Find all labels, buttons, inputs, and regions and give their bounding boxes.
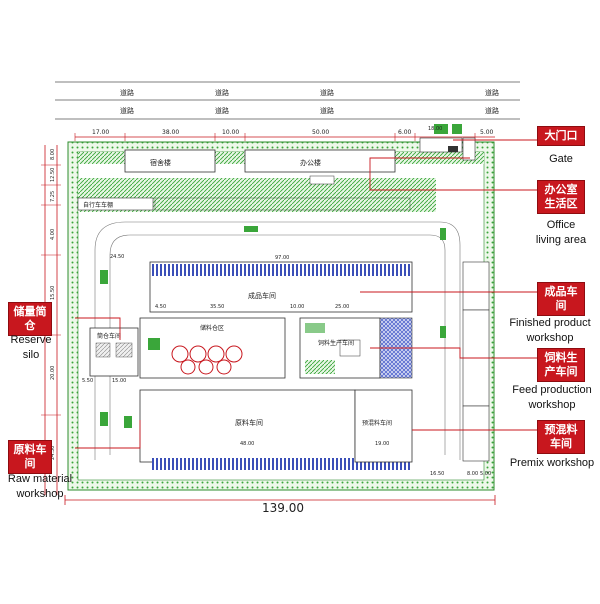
dim-label: 5.00	[480, 471, 491, 477]
road-label: 道路	[320, 88, 334, 97]
dim-label: 19.00	[375, 441, 389, 447]
dim-label: 24.50	[50, 446, 56, 460]
reserve-silo-tag: 储量简 仓	[8, 302, 52, 336]
parking-label: 自行车车棚	[83, 201, 113, 209]
dim-label: 16.50	[430, 471, 444, 477]
inner-dimension-labels: 4.50 35.50 10.00 25.00 5.50 15.00 48.00 …	[82, 126, 491, 477]
feed-production-text: Feed production workshop	[512, 384, 592, 411]
premix-workshop: 预混料车间	[354, 389, 413, 463]
reserve-silo-text: Reserve silo	[10, 334, 52, 361]
raw-material-text: Raw material workshop	[7, 473, 73, 500]
gate-label: Gate	[549, 153, 573, 165]
dim-label: 35.50	[210, 304, 224, 310]
feed-production-tag: 饲料生 产车间	[537, 348, 585, 382]
dormitory-label: 宿舍楼	[150, 158, 171, 167]
dormitory-building: 宿舍楼	[124, 149, 216, 173]
dim-label: 6.00	[398, 129, 412, 136]
inner-road	[94, 221, 461, 460]
dim-label: 18.00	[428, 126, 442, 132]
dim-label: 8.00	[50, 149, 56, 160]
gate-tag: 大门口	[537, 126, 585, 146]
feed-production-label: 饲料生产车间	[318, 339, 354, 347]
road-label: 道路	[485, 106, 499, 115]
office-building: 办公楼	[244, 149, 396, 173]
dim-label: 97.00	[275, 255, 289, 261]
feed-production-workshop: 饲料生产车间	[299, 317, 381, 379]
dim-label: 38.00	[162, 129, 179, 136]
raw-material-tag: 原料车 间	[8, 440, 52, 474]
finished-product-tag: 成品车 间	[537, 282, 585, 316]
finished-product-workshop: 成品车间 97.00	[149, 255, 413, 313]
office-label: 办公楼	[300, 158, 321, 167]
green-markers	[100, 124, 462, 428]
dim-label: 15.50	[50, 286, 56, 300]
leader-lines	[75, 139, 540, 449]
dim-label: 24.50	[110, 254, 124, 260]
dim-label: 4.50	[155, 304, 166, 310]
dim-label: 48.00	[240, 441, 254, 447]
silo-zone-label: 储料仓区	[200, 324, 224, 332]
premix-text: Premix workshop	[509, 457, 595, 469]
office-living-label: Office living area	[535, 219, 587, 246]
office-living-tag: 办公室 生活区	[537, 180, 585, 214]
bottom-dimension: 139.00	[64, 495, 496, 515]
dim-label: 17.00	[92, 129, 109, 136]
top-road: 道路 道路 道路 道路 道路 道路 道路 道路	[55, 81, 520, 120]
raw-material-workshop: 原料车间	[139, 389, 412, 470]
silo-workshop-label: 筒仓车间	[97, 332, 121, 340]
dim-label: 10.00	[290, 304, 304, 310]
right-outbuildings	[462, 261, 490, 462]
dim-label: 25.00	[335, 304, 349, 310]
bicycle-shed: 自行车车棚	[77, 197, 411, 211]
total-width-label: 139.00	[262, 501, 304, 515]
dim-label: 4.00	[50, 229, 56, 240]
premix-tag: 预混料 车间	[537, 420, 585, 454]
road-label: 道路	[120, 106, 134, 115]
dim-label: 15.00	[112, 378, 126, 384]
road-label: 道路	[215, 106, 229, 115]
road-label: 道路	[215, 88, 229, 97]
dim-label: 10.00	[222, 129, 239, 136]
silo-storage-area: 储料仓区	[139, 317, 286, 379]
dim-label: 12.50	[50, 168, 56, 182]
dim-label: 7.25	[50, 191, 56, 202]
dim-label: 8.00	[467, 471, 478, 477]
silo-workshop: 筒仓车间	[89, 327, 139, 377]
dim-label: 50.00	[312, 129, 329, 136]
dim-label: 20.00	[50, 366, 56, 380]
gate-structure	[419, 137, 476, 161]
top-dimension-line: 17.00 38.00 10.00 50.00 6.00 5.00	[74, 129, 495, 141]
raw-material-label: 原料车间	[235, 418, 263, 427]
finished-product-text: Finished product workshop	[509, 317, 591, 344]
road-label: 道路	[485, 88, 499, 97]
road-label: 道路	[120, 88, 134, 97]
road-label: 道路	[320, 106, 334, 115]
office-entrance-steps	[309, 175, 335, 185]
premix-label: 预混料车间	[362, 419, 392, 427]
dim-label: 5.50	[82, 378, 93, 384]
dim-label: 5.00	[480, 129, 494, 136]
finished-product-label: 成品车间	[248, 291, 276, 300]
